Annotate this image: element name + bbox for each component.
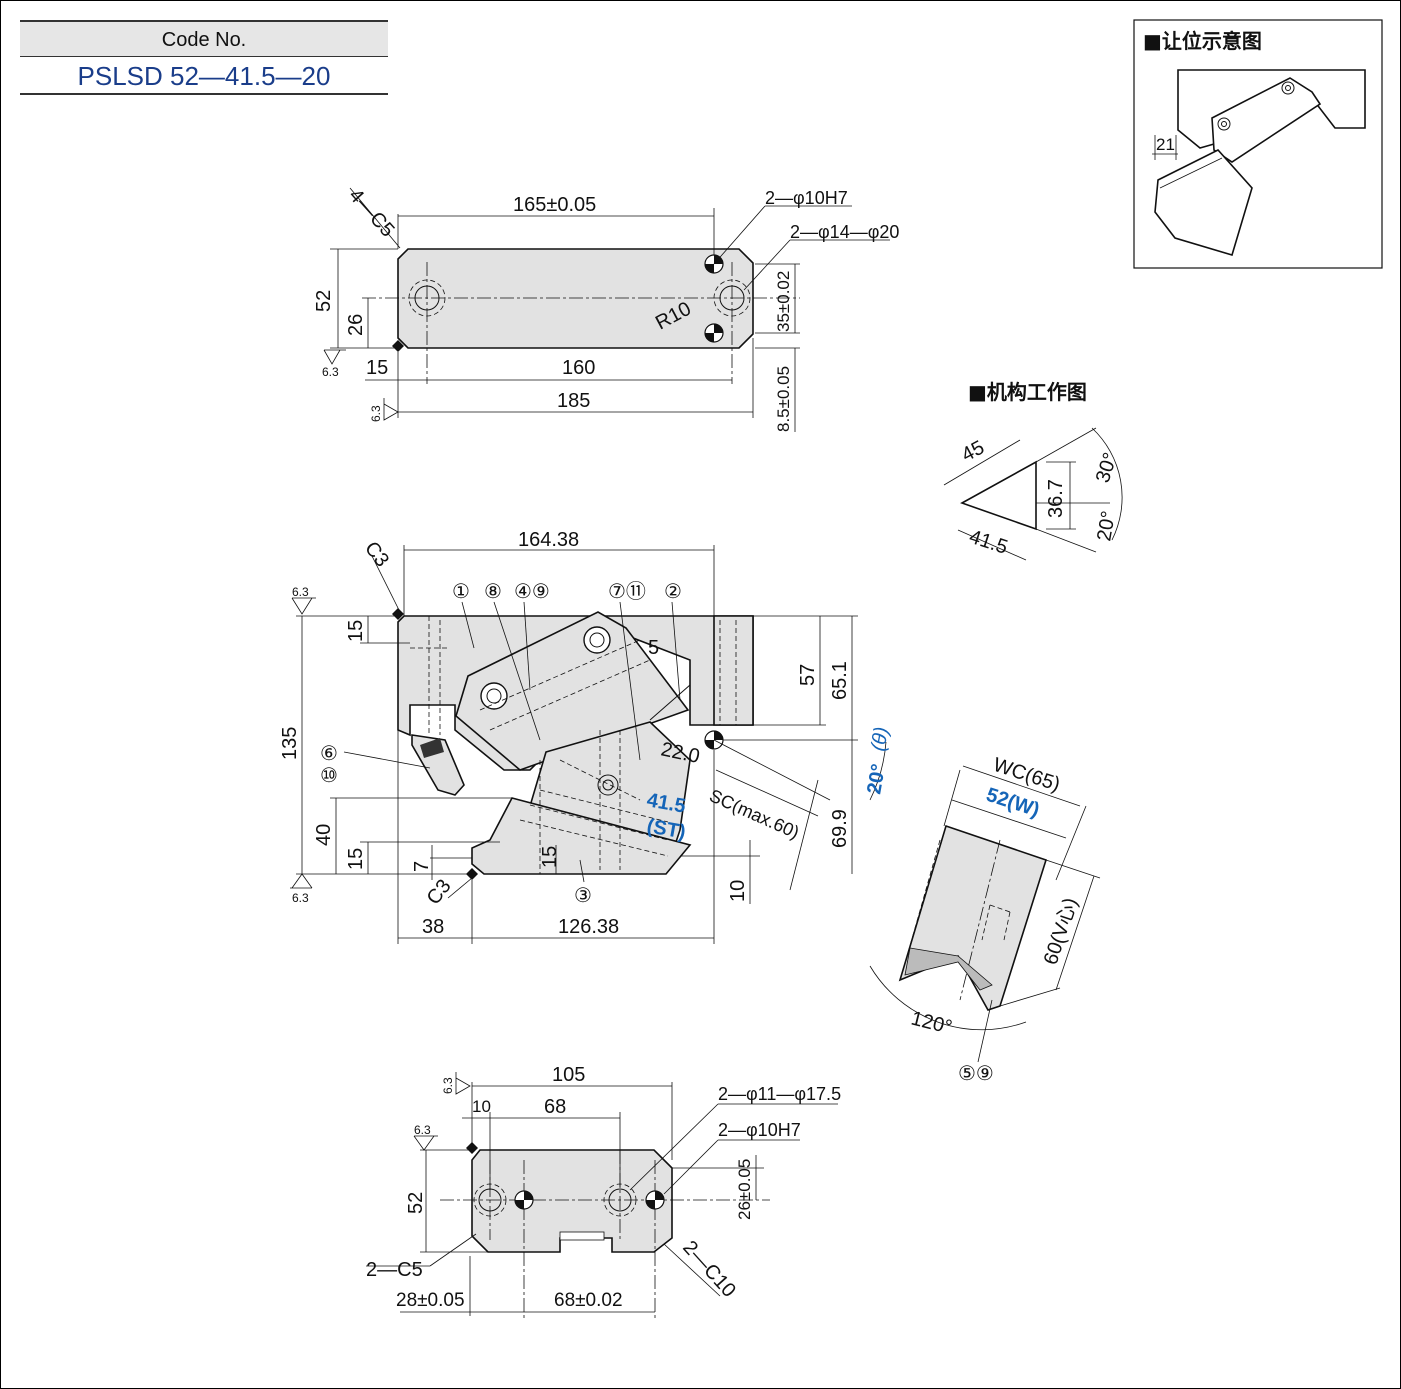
front-dim-15-bottom: 15 bbox=[345, 848, 367, 870]
bottom-dim-105: 105 bbox=[552, 1064, 585, 1086]
top-dim-185: 185 bbox=[557, 390, 590, 412]
top-dim-52: 52 bbox=[313, 290, 335, 312]
top-dim-35: 35±0.02 bbox=[774, 271, 793, 332]
relief-diagram-title: ■让位示意图 bbox=[1143, 29, 1262, 53]
front-dim-10: 10 bbox=[727, 880, 749, 902]
top-bolt-label: 2—φ14—φ20 bbox=[790, 222, 899, 242]
bottom-chamfer-left: 2—C5 bbox=[366, 1259, 423, 1281]
bottom-dim-68-02: 68±0.02 bbox=[554, 1290, 623, 1311]
front-sc: SC(max.60) bbox=[706, 785, 802, 842]
mech-dim-36-7: 36.7 bbox=[1045, 479, 1067, 518]
front-roughness-symbol-2: 6.3 bbox=[290, 873, 313, 905]
relief-diagram: ■让位示意图 21 bbox=[1133, 19, 1383, 269]
mechanism-diagram-title: ■机构工作图 bbox=[968, 380, 1087, 404]
top-roughness-symbol-1: 6.3 bbox=[322, 349, 346, 379]
bottom-dim-26: 26±0.05 bbox=[735, 1159, 754, 1220]
bottom-dowel-label: 2—φ10H7 bbox=[718, 1120, 801, 1140]
side-callout-5-9: ⑤⑨ bbox=[958, 1061, 994, 1085]
relief-dim-21: 21 bbox=[1156, 135, 1175, 154]
callout-8: ⑧ bbox=[484, 579, 502, 603]
front-dim-5: 5 bbox=[648, 637, 659, 659]
side-angle-120: 120° bbox=[909, 1008, 954, 1039]
front-dim-135: 135 bbox=[279, 727, 301, 760]
top-view: 165±0.05 4—C5 2—φ10H7 2—φ14—φ20 R10 52 2… bbox=[313, 185, 899, 432]
top-dim-8-5: 8.5±0.05 bbox=[774, 366, 793, 432]
top-dim-165: 165±0.05 bbox=[513, 194, 596, 216]
svg-text:6.3: 6.3 bbox=[292, 891, 309, 905]
side-view: WC(65) 52(W) 60(V心) 120° ⑤⑨ bbox=[869, 754, 1101, 1085]
front-angle-20: 20° bbox=[863, 762, 890, 796]
svg-text:6.3: 6.3 bbox=[441, 1077, 455, 1094]
front-dim-7: 7 bbox=[411, 861, 433, 872]
bottom-chamfer-right: 2—C10 bbox=[678, 1237, 740, 1302]
svg-text:6.3: 6.3 bbox=[414, 1123, 431, 1137]
front-dim-126-38: 126.38 bbox=[558, 916, 619, 938]
code-number-box: Code No. PSLSD 52—41.5—20 bbox=[20, 20, 388, 95]
front-dim-69-9: 69.9 bbox=[829, 809, 851, 848]
dowel-mark-top-2 bbox=[704, 323, 724, 343]
bottom-dim-10: 10 bbox=[472, 1097, 491, 1116]
svg-text:6.3: 6.3 bbox=[369, 405, 383, 422]
front-dim-38: 38 bbox=[422, 916, 444, 938]
bottom-view: 105 10 68 2—φ11—φ17.5 2—φ10H7 52 26±0.05… bbox=[366, 1064, 841, 1320]
svg-text:6.3: 6.3 bbox=[292, 585, 309, 599]
side-w: 52(W) bbox=[983, 784, 1042, 822]
front-dim-15-mid: 15 bbox=[539, 846, 561, 868]
bottom-dim-28: 28±0.05 bbox=[396, 1290, 465, 1311]
bottom-roughness-symbol-1: 6.3 bbox=[441, 1072, 471, 1095]
front-dim-40: 40 bbox=[313, 824, 335, 846]
dowel-mark-bottom-2 bbox=[645, 1190, 665, 1210]
top-dim-15: 15 bbox=[366, 357, 388, 379]
front-chamfer-top: C3 bbox=[360, 538, 393, 572]
dowel-mark-bottom-1 bbox=[514, 1190, 534, 1210]
top-dim-160: 160 bbox=[562, 357, 595, 379]
top-dowel-label: 2—φ10H7 bbox=[765, 188, 848, 208]
mech-dim-20deg: 20° bbox=[1093, 509, 1120, 543]
callout-2: ② bbox=[664, 579, 682, 603]
code-number-header: Code No. bbox=[20, 20, 388, 57]
callout-10: ⑩ bbox=[320, 763, 338, 787]
callout-7-11: ⑦⑪ bbox=[608, 579, 646, 603]
top-chamfer-label: 4—C5 bbox=[344, 185, 398, 242]
bottom-dim-52: 52 bbox=[405, 1192, 427, 1214]
front-callouts: ① ⑧ ④⑨ ⑦⑪ ② ⑥ ⑩ ③ bbox=[320, 579, 682, 907]
bottom-roughness-symbol-2: 6.3 bbox=[413, 1123, 438, 1151]
callout-1: ① bbox=[452, 579, 470, 603]
code-number-value: PSLSD 52—41.5—20 bbox=[20, 57, 388, 95]
front-dim-15-top: 15 bbox=[345, 620, 367, 642]
mech-dim-30deg: 30° bbox=[1092, 450, 1122, 486]
callout-4-9: ④⑨ bbox=[514, 579, 550, 603]
callout-3: ③ bbox=[574, 883, 592, 907]
svg-text:6.3: 6.3 bbox=[322, 365, 339, 379]
mechanism-diagram: ■机构工作图 45 36.7 30° 20° 41.5 bbox=[943, 380, 1123, 561]
front-angle-theta: (θ) bbox=[867, 725, 893, 753]
front-dim-65-1: 65.1 bbox=[829, 661, 851, 700]
top-roughness-symbol-2: 6.3 bbox=[369, 398, 399, 422]
front-view: 164.38 C3 ① ⑧ ④⑨ ⑦⑪ ② ⑥ ⑩ ③ 135 15 5 bbox=[279, 529, 893, 944]
front-roughness-symbol-1: 6.3 bbox=[291, 585, 316, 615]
bottom-dim-68: 68 bbox=[544, 1096, 566, 1118]
mech-dim-41-5: 41.5 bbox=[966, 526, 1010, 559]
front-chamfer-bottom: C3 bbox=[423, 875, 456, 909]
callout-6: ⑥ bbox=[320, 741, 338, 765]
front-dim-57: 57 bbox=[797, 664, 819, 686]
front-dim-164-38: 164.38 bbox=[518, 529, 579, 551]
top-dim-26: 26 bbox=[345, 314, 367, 336]
bottom-bolt-label: 2—φ11—φ17.5 bbox=[718, 1084, 841, 1104]
